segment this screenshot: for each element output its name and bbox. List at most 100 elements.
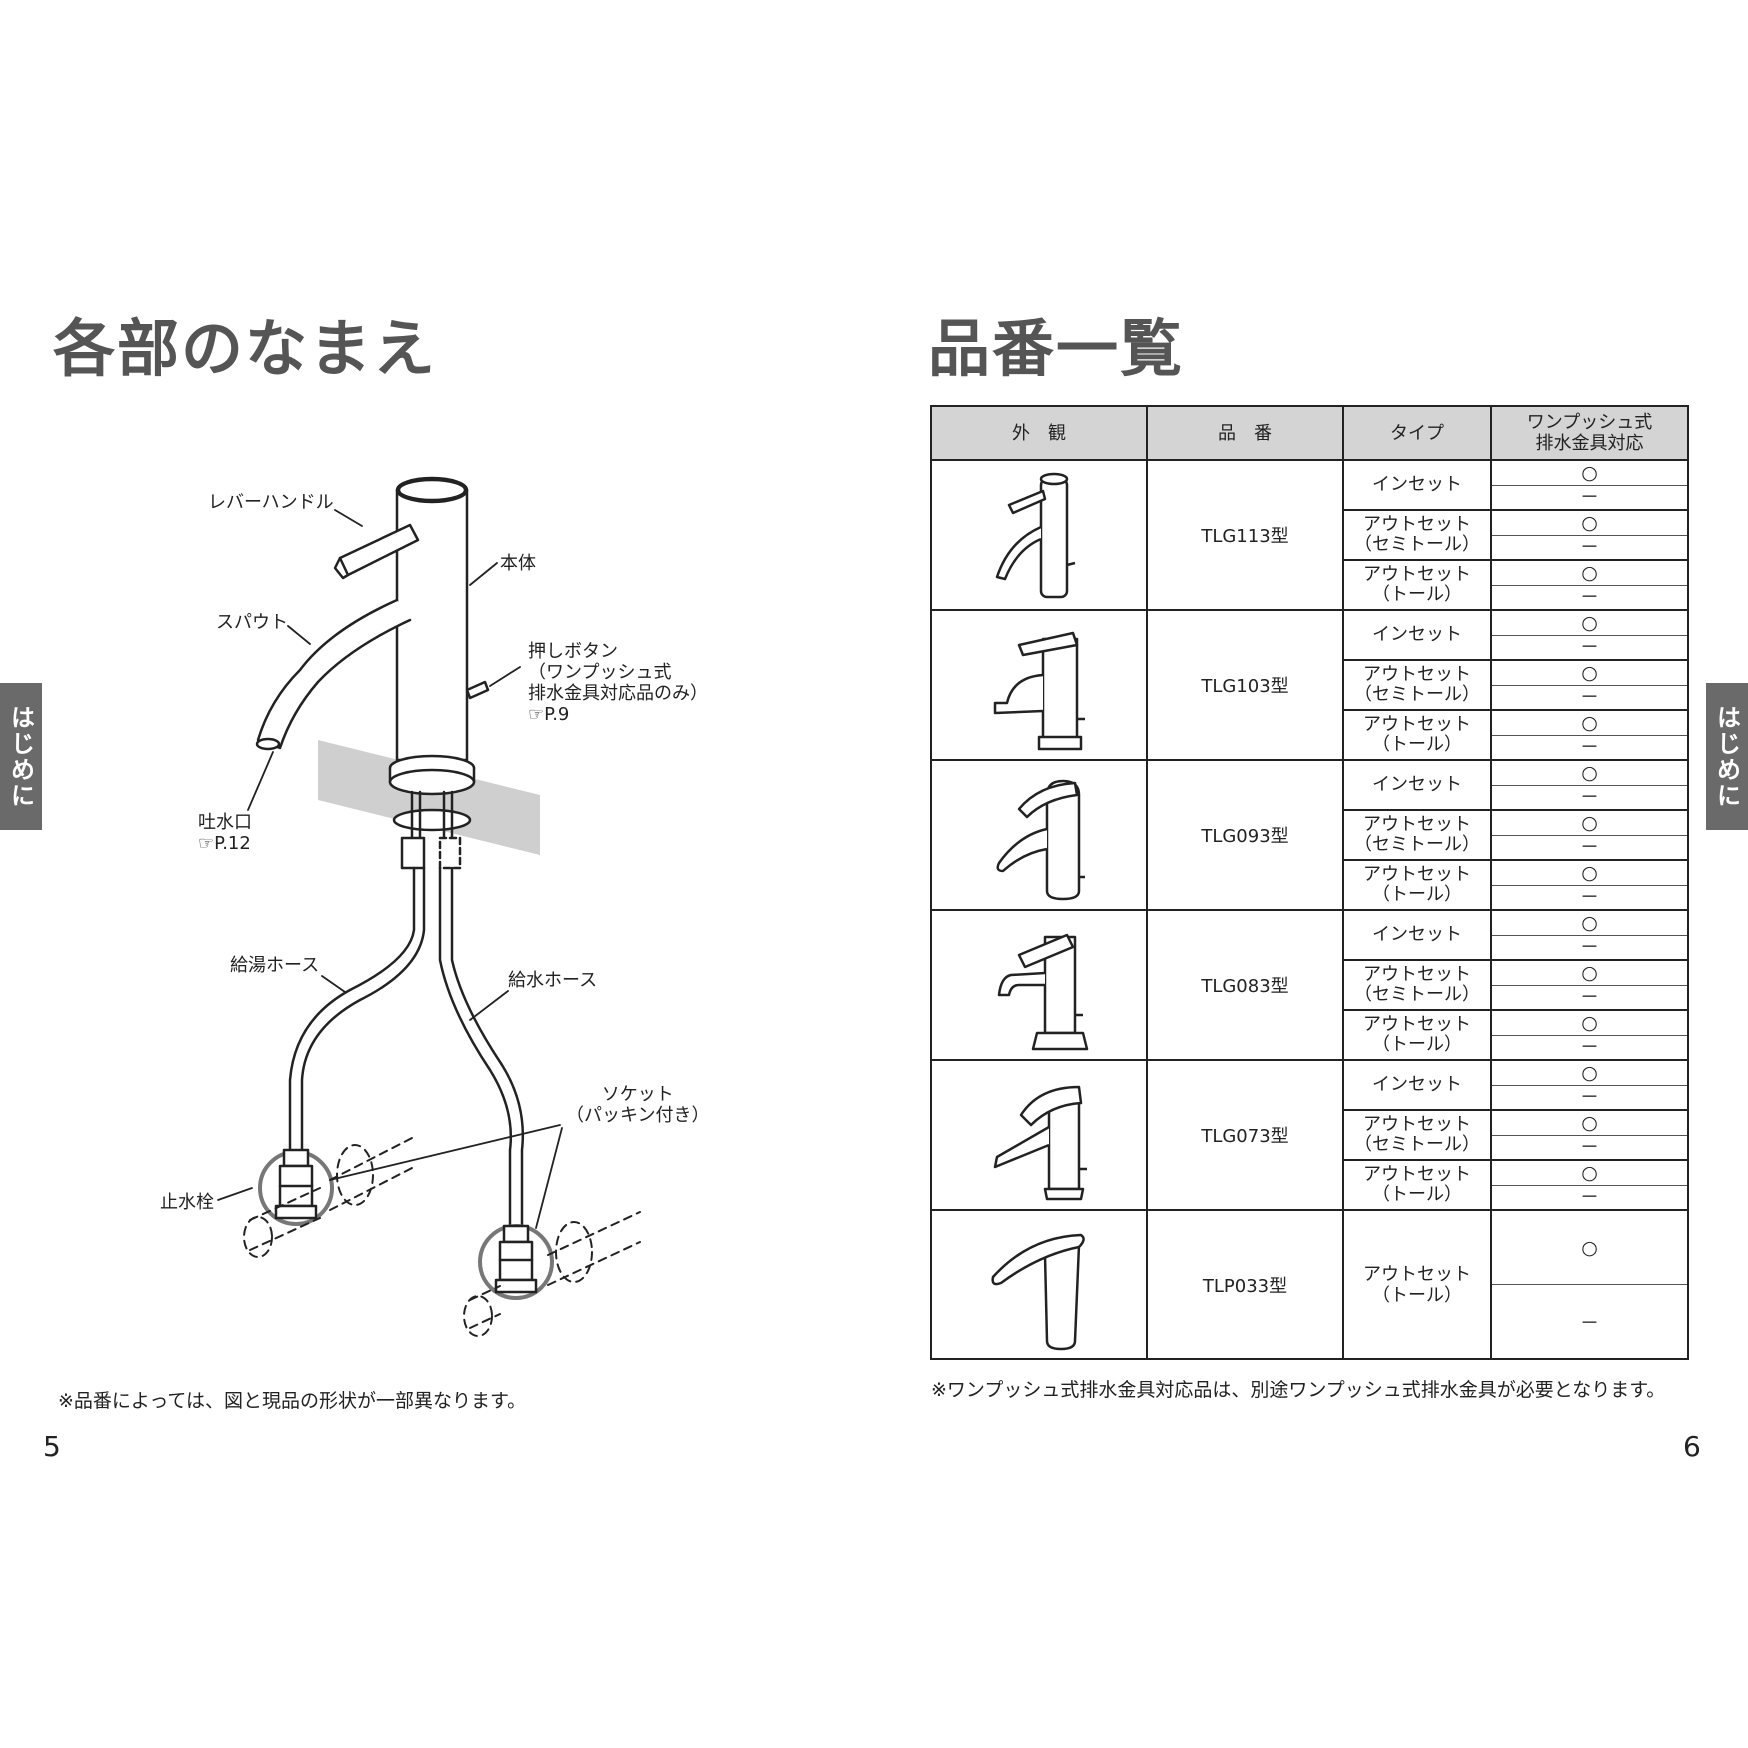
mark-no: － <box>1490 834 1689 861</box>
table-row: TLG093型 インセット ○ <box>930 759 1689 911</box>
socket-name: ソケット <box>601 1084 674 1105</box>
table-row: － <box>931 584 1689 611</box>
mark-yes: ○ <box>1490 509 1689 536</box>
type-outset-semi-tall: アウトセット（セミトール） <box>1342 659 1492 711</box>
type-inset: インセット <box>1342 459 1492 511</box>
table-row: アウトセット（セミトール） ○ <box>931 1109 1689 1161</box>
table-row: TLG083型 インセット ○ <box>930 909 1689 1061</box>
type-outset: アウトセット <box>1363 1263 1471 1285</box>
mark-no: － <box>1490 1184 1689 1211</box>
left-page-number: 5 <box>43 1430 61 1463</box>
mark-yes: ○ <box>1490 959 1689 986</box>
mark-no: － <box>1490 884 1689 911</box>
table-row: － <box>931 984 1689 1011</box>
table-row: TLG113型 インセット ○ <box>930 459 1689 611</box>
mark-yes: ○ <box>1490 1209 1689 1285</box>
mark-yes: ○ <box>1490 909 1689 936</box>
model-tlg093: TLG093型 <box>1146 759 1344 911</box>
mark-yes: ○ <box>1490 809 1689 836</box>
type-outset-tall: アウトセット（トール） <box>1342 1159 1492 1211</box>
table-row: アウトセット（トール） ○ <box>931 1159 1689 1211</box>
header-type: タイプ <box>1342 405 1492 461</box>
type-outset: アウトセット <box>1363 664 1471 685</box>
left-page-title: 各部のなまえ <box>53 312 438 385</box>
table-row: － <box>931 1184 1689 1211</box>
mark-no: － <box>1490 1084 1689 1111</box>
mark-no: － <box>1490 1134 1689 1161</box>
table-row: － <box>931 734 1689 761</box>
left-side-tab: はじめに <box>0 683 42 830</box>
mark-no: － <box>1490 734 1689 761</box>
type-inset: インセット <box>1342 1059 1492 1111</box>
type-outset: アウトセット <box>1363 1014 1471 1035</box>
model-tlg073: TLG073型 <box>1146 1059 1344 1211</box>
type-outset: アウトセット <box>1363 564 1471 585</box>
table-row: アウトセット（トール） ○ <box>931 1009 1689 1061</box>
mark-no: － <box>1490 584 1689 611</box>
mark-no: － <box>1490 684 1689 711</box>
mark-yes: ○ <box>1490 459 1689 486</box>
type-outset: アウトセット <box>1363 1114 1471 1135</box>
push-button-note-1: （ワンプッシュ式 <box>528 662 672 683</box>
table-row: TLG073型 インセット ○ <box>930 1059 1689 1211</box>
faucet-image-tlg093 <box>930 759 1148 911</box>
mark-yes: ○ <box>1490 759 1689 786</box>
push-button-name: 押しボタン <box>528 641 618 662</box>
table-row: アウトセット（トール） ○ <box>931 859 1689 911</box>
table-row: アウトセット（トール） ○ <box>931 709 1689 761</box>
mark-no: － <box>1490 934 1689 961</box>
outlet-name: 吐水口 <box>198 812 252 833</box>
mark-yes: ○ <box>1490 859 1689 886</box>
type-semi-tall: （セミトール） <box>1354 684 1480 705</box>
type-outset-semi-tall: アウトセット（セミトール） <box>1342 509 1492 561</box>
type-outset: アウトセット <box>1363 1164 1471 1185</box>
type-semi-tall: （セミトール） <box>1354 834 1480 855</box>
table-header-row: 外 観 品 番 タイプ ワンプッシュ式 排水金具対応 <box>930 405 1689 461</box>
table-row: － <box>931 934 1689 961</box>
mark-yes: ○ <box>1490 659 1689 686</box>
type-semi-tall: （セミトール） <box>1354 1134 1480 1155</box>
label-spout: スパウト <box>216 612 288 633</box>
mark-yes: ○ <box>1490 1009 1689 1036</box>
type-tall: （トール） <box>1372 734 1462 755</box>
right-page-number: 6 <box>1683 1430 1701 1463</box>
type-tall: （トール） <box>1372 1284 1462 1306</box>
type-semi-tall: （セミトール） <box>1354 534 1480 555</box>
table-row: － <box>931 1134 1689 1161</box>
type-outset: アウトセット <box>1363 514 1471 535</box>
type-outset: アウトセット <box>1363 814 1471 835</box>
table-row: － <box>931 1034 1689 1061</box>
table-row: － <box>931 884 1689 911</box>
table-row: アウトセット（セミトール） ○ <box>931 509 1689 561</box>
table-row: アウトセット（トール） ○ <box>931 559 1689 611</box>
push-button-note-2: 排水金具対応品のみ） <box>528 683 708 704</box>
faucet-image-tlg073 <box>930 1059 1148 1211</box>
pointing-hand-icon: ☞P.12 <box>198 833 251 854</box>
type-outset-semi-tall: アウトセット（セミトール） <box>1342 809 1492 861</box>
faucet-image-tlg113 <box>930 459 1148 611</box>
label-outlet: 吐水口 ☞P.12 <box>198 812 252 854</box>
mark-yes: ○ <box>1490 559 1689 586</box>
type-outset-tall: アウトセット（トール） <box>1342 559 1492 611</box>
header-one-push: ワンプッシュ式 排水金具対応 <box>1490 405 1689 461</box>
model-tlg113: TLG113型 <box>1146 459 1344 611</box>
type-outset: アウトセット <box>1363 964 1471 985</box>
header-model: 品 番 <box>1146 405 1344 461</box>
right-page-title: 品番一覧 <box>928 312 1185 385</box>
header-appearance: 外 観 <box>930 405 1148 461</box>
type-outset-tall: アウトセット（トール） <box>1342 709 1492 761</box>
table-row: － <box>931 484 1689 511</box>
type-outset-tall: アウトセット（トール） <box>1342 859 1492 911</box>
type-outset: アウトセット <box>1363 864 1471 885</box>
mark-no: － <box>1490 784 1689 811</box>
label-push-button: 押しボタン （ワンプッシュ式 排水金具対応品のみ） ☞P.9 <box>528 641 708 725</box>
faucet-image-tlg103 <box>930 609 1148 761</box>
faucet-image-tlg083 <box>930 909 1148 1061</box>
label-stop-valve: 止水栓 <box>160 1192 214 1213</box>
table-row: － <box>931 1284 1689 1360</box>
mark-yes: ○ <box>1490 1059 1689 1086</box>
right-page-note: ※ワンプッシュ式排水金具対応品は、別途ワンプッシュ式排水金具が必要となります。 <box>931 1379 1666 1401</box>
faucet-parts-diagram <box>217 476 641 1337</box>
type-inset: インセット <box>1342 909 1492 961</box>
label-lever-handle: レバーハンドル <box>208 492 334 513</box>
